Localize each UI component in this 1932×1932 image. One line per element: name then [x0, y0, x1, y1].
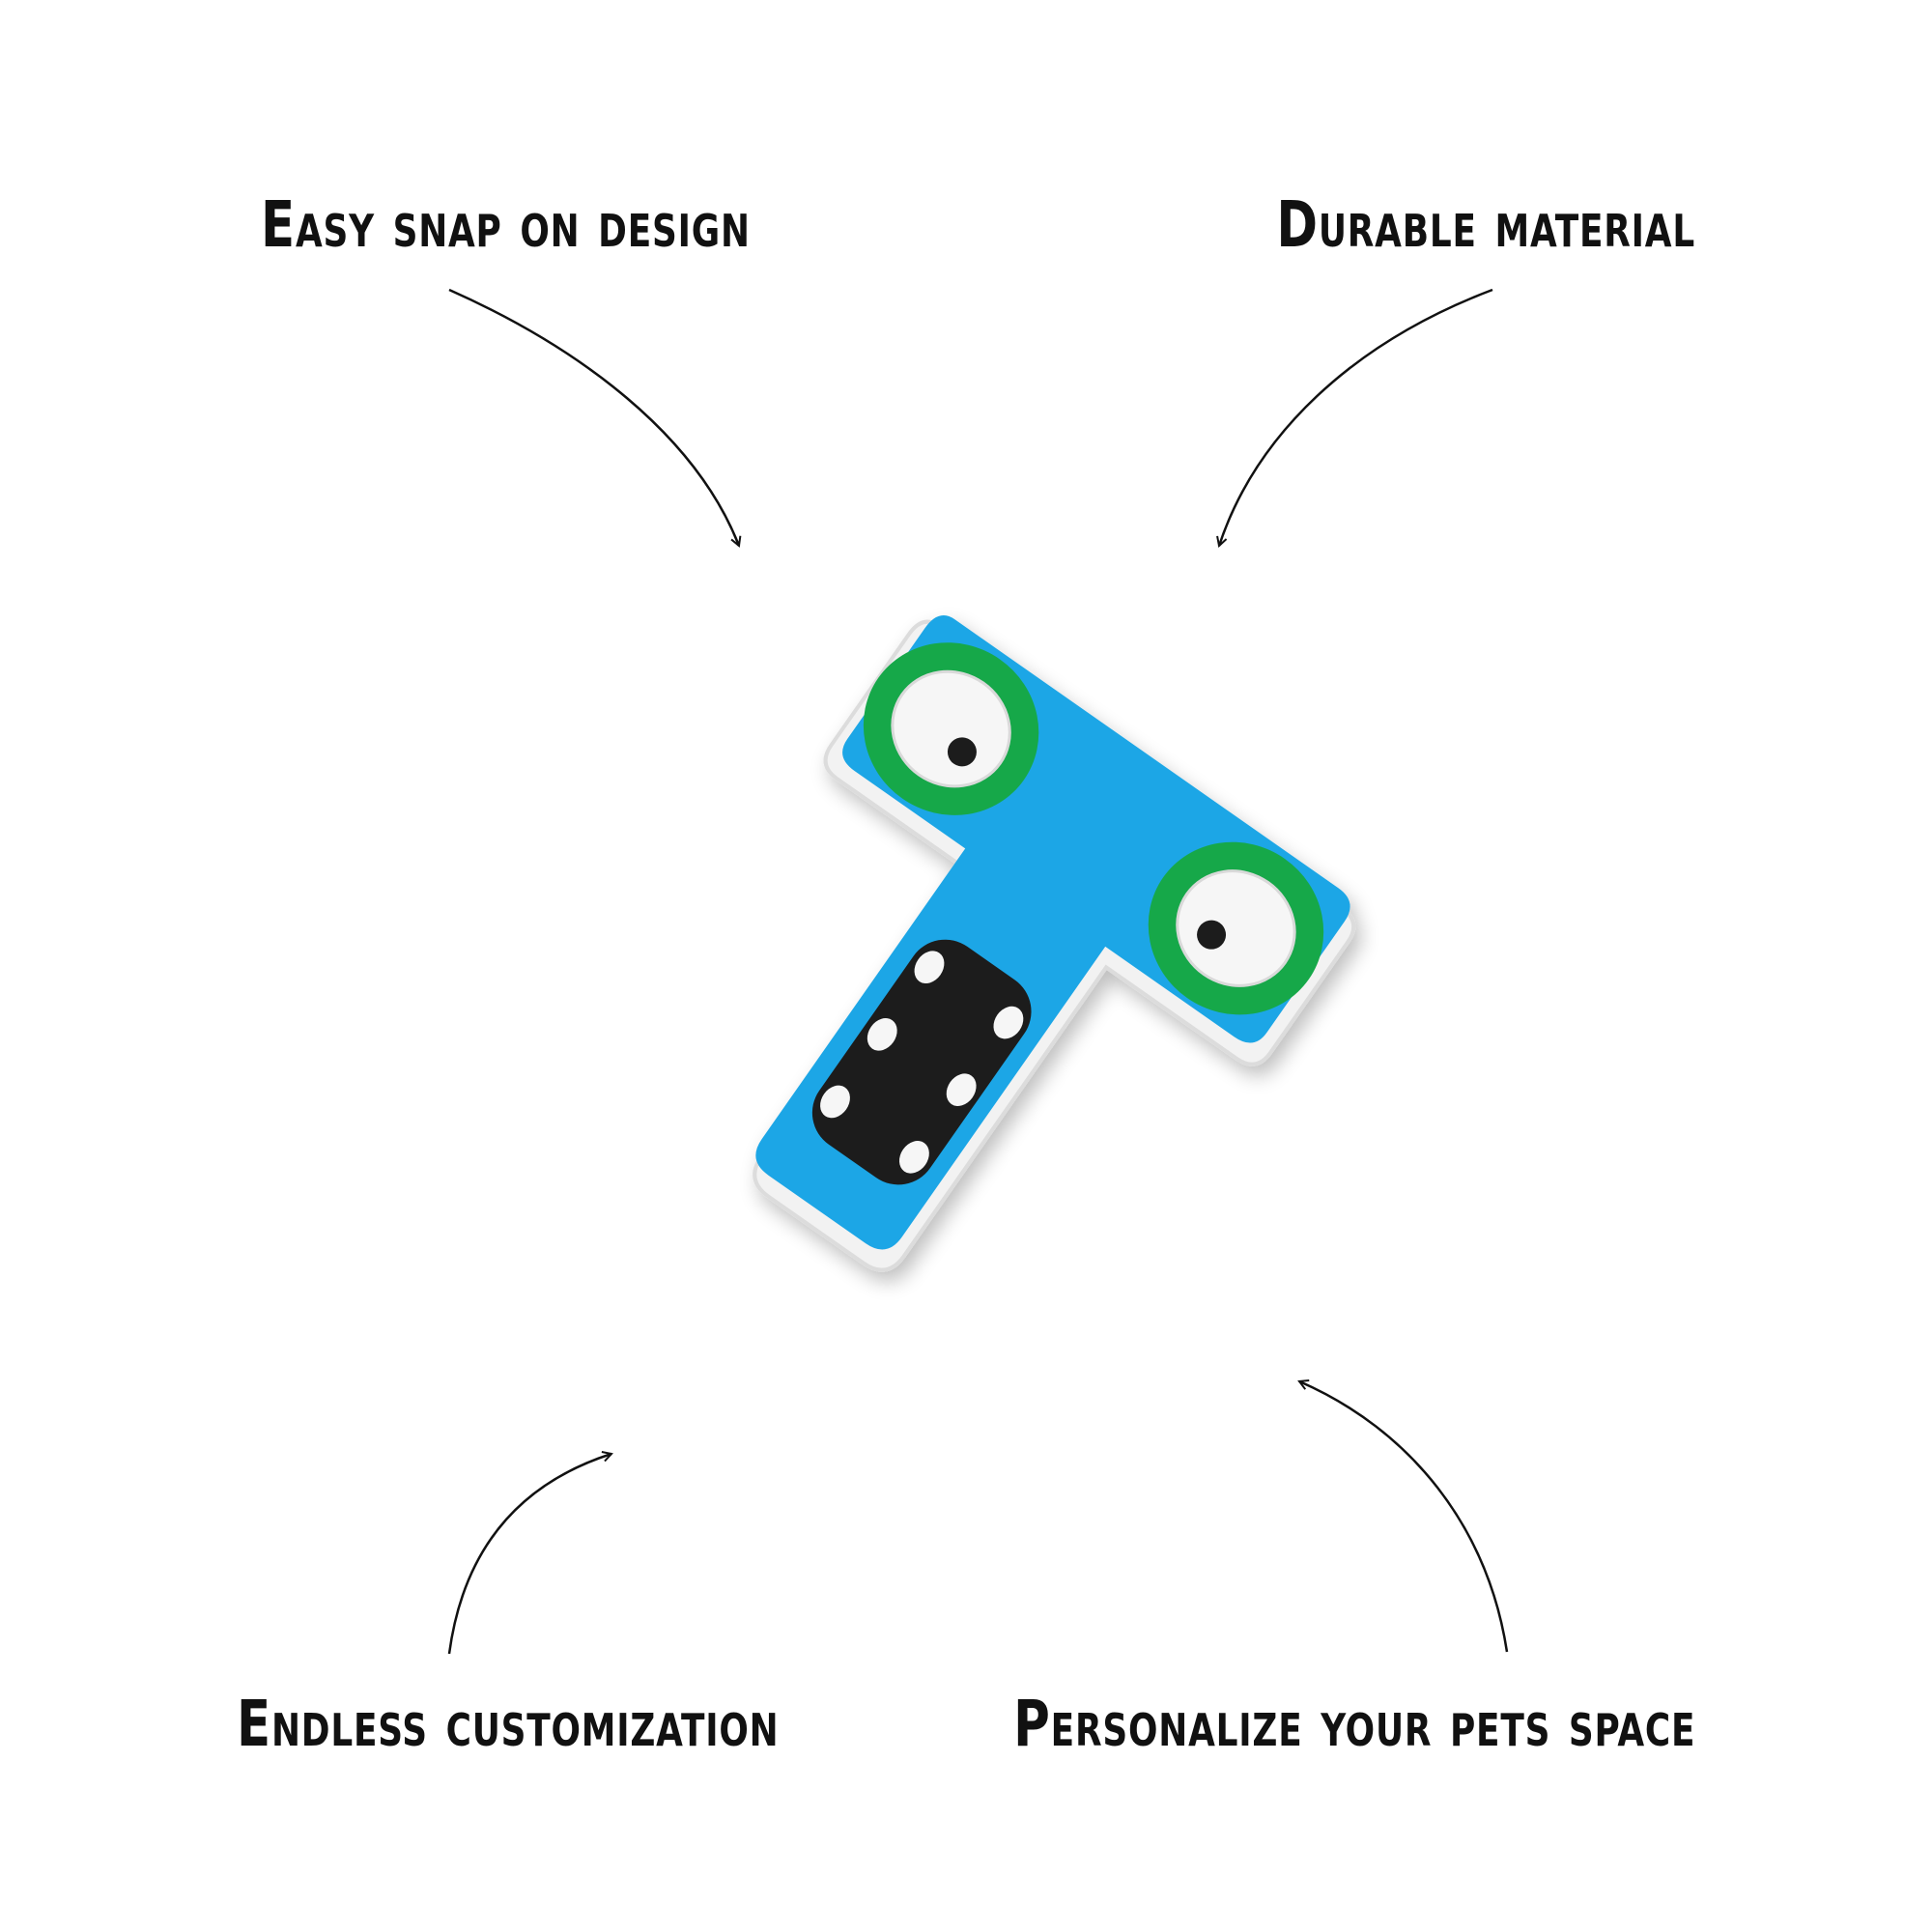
feature-label-customization: Endless customization — [237, 1687, 780, 1761]
feature-label-easy-snap: Easy snap on design — [261, 187, 751, 262]
letter-t-monster-charm-icon — [753, 615, 1356, 1272]
right-eye — [1148, 841, 1324, 1015]
feature-label-durable: Durable material — [1276, 187, 1695, 262]
arrow-top-left — [448, 288, 739, 546]
arrow-top-right — [1219, 288, 1493, 546]
arrow-bottom-left — [447, 1454, 611, 1655]
feature-label-personalize: Personalize your pets space — [1012, 1687, 1695, 1761]
mouth — [811, 939, 1032, 1185]
arrow-bottom-right — [1299, 1381, 1509, 1653]
left-eye — [863, 642, 1039, 815]
